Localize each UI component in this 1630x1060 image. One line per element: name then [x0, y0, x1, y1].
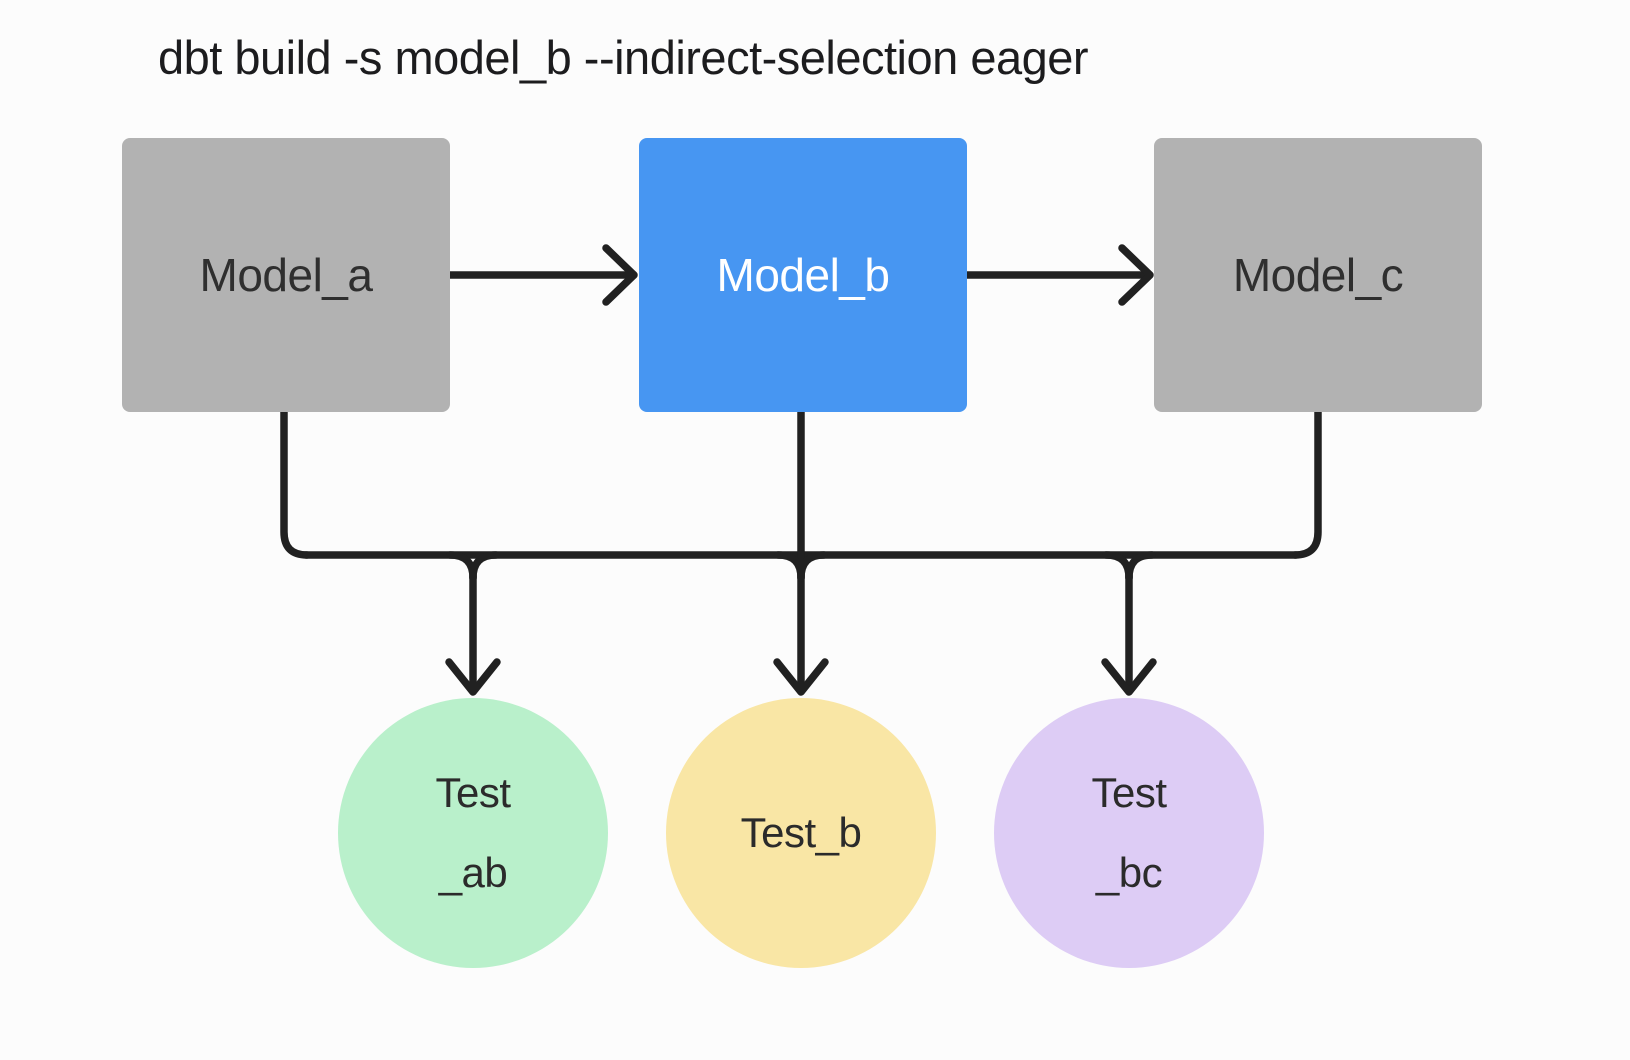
edge-model-a-drop [280, 408, 311, 559]
model-b-label: Model_b [716, 249, 890, 301]
model-a-label: Model_a [199, 249, 373, 301]
junction-fillet-middle-left [774, 551, 805, 582]
model-c-node: Model_c [1154, 138, 1482, 412]
test-bc-node: Test _bc [994, 698, 1264, 968]
arrowhead-test-b [773, 658, 829, 696]
junction-fillet-right-b [1125, 551, 1156, 582]
arrowhead-model-b-to-model-c [1118, 244, 1154, 306]
arrowhead-test-ab [445, 658, 501, 696]
test-b-node: Test_b [666, 698, 936, 968]
test-bc-label-line2: _bc [1095, 849, 1163, 896]
junction-fillet-left-a [446, 551, 477, 582]
diagram-title: dbt build -s model_b --indirect-selectio… [158, 31, 1089, 84]
edge-model-c-drop [1291, 408, 1322, 559]
model-a-node: Model_a [122, 138, 450, 412]
test-ab-label-line2: _ab [438, 849, 508, 896]
junction-fillet-right-a [1102, 551, 1133, 582]
test-b-label: Test_b [740, 809, 862, 856]
test-ab-label-line1: Test [435, 769, 511, 816]
test-bc-label-line1: Test [1091, 769, 1167, 816]
model-b-node: Model_b [639, 138, 967, 412]
junction-fillet-left-b [469, 551, 500, 582]
arrowhead-model-a-to-model-b [602, 244, 638, 306]
arrowhead-test-bc [1101, 658, 1157, 696]
model-c-label: Model_c [1232, 249, 1404, 301]
junction-fillet-middle-right [797, 551, 828, 582]
test-ab-node: Test _ab [338, 698, 608, 968]
